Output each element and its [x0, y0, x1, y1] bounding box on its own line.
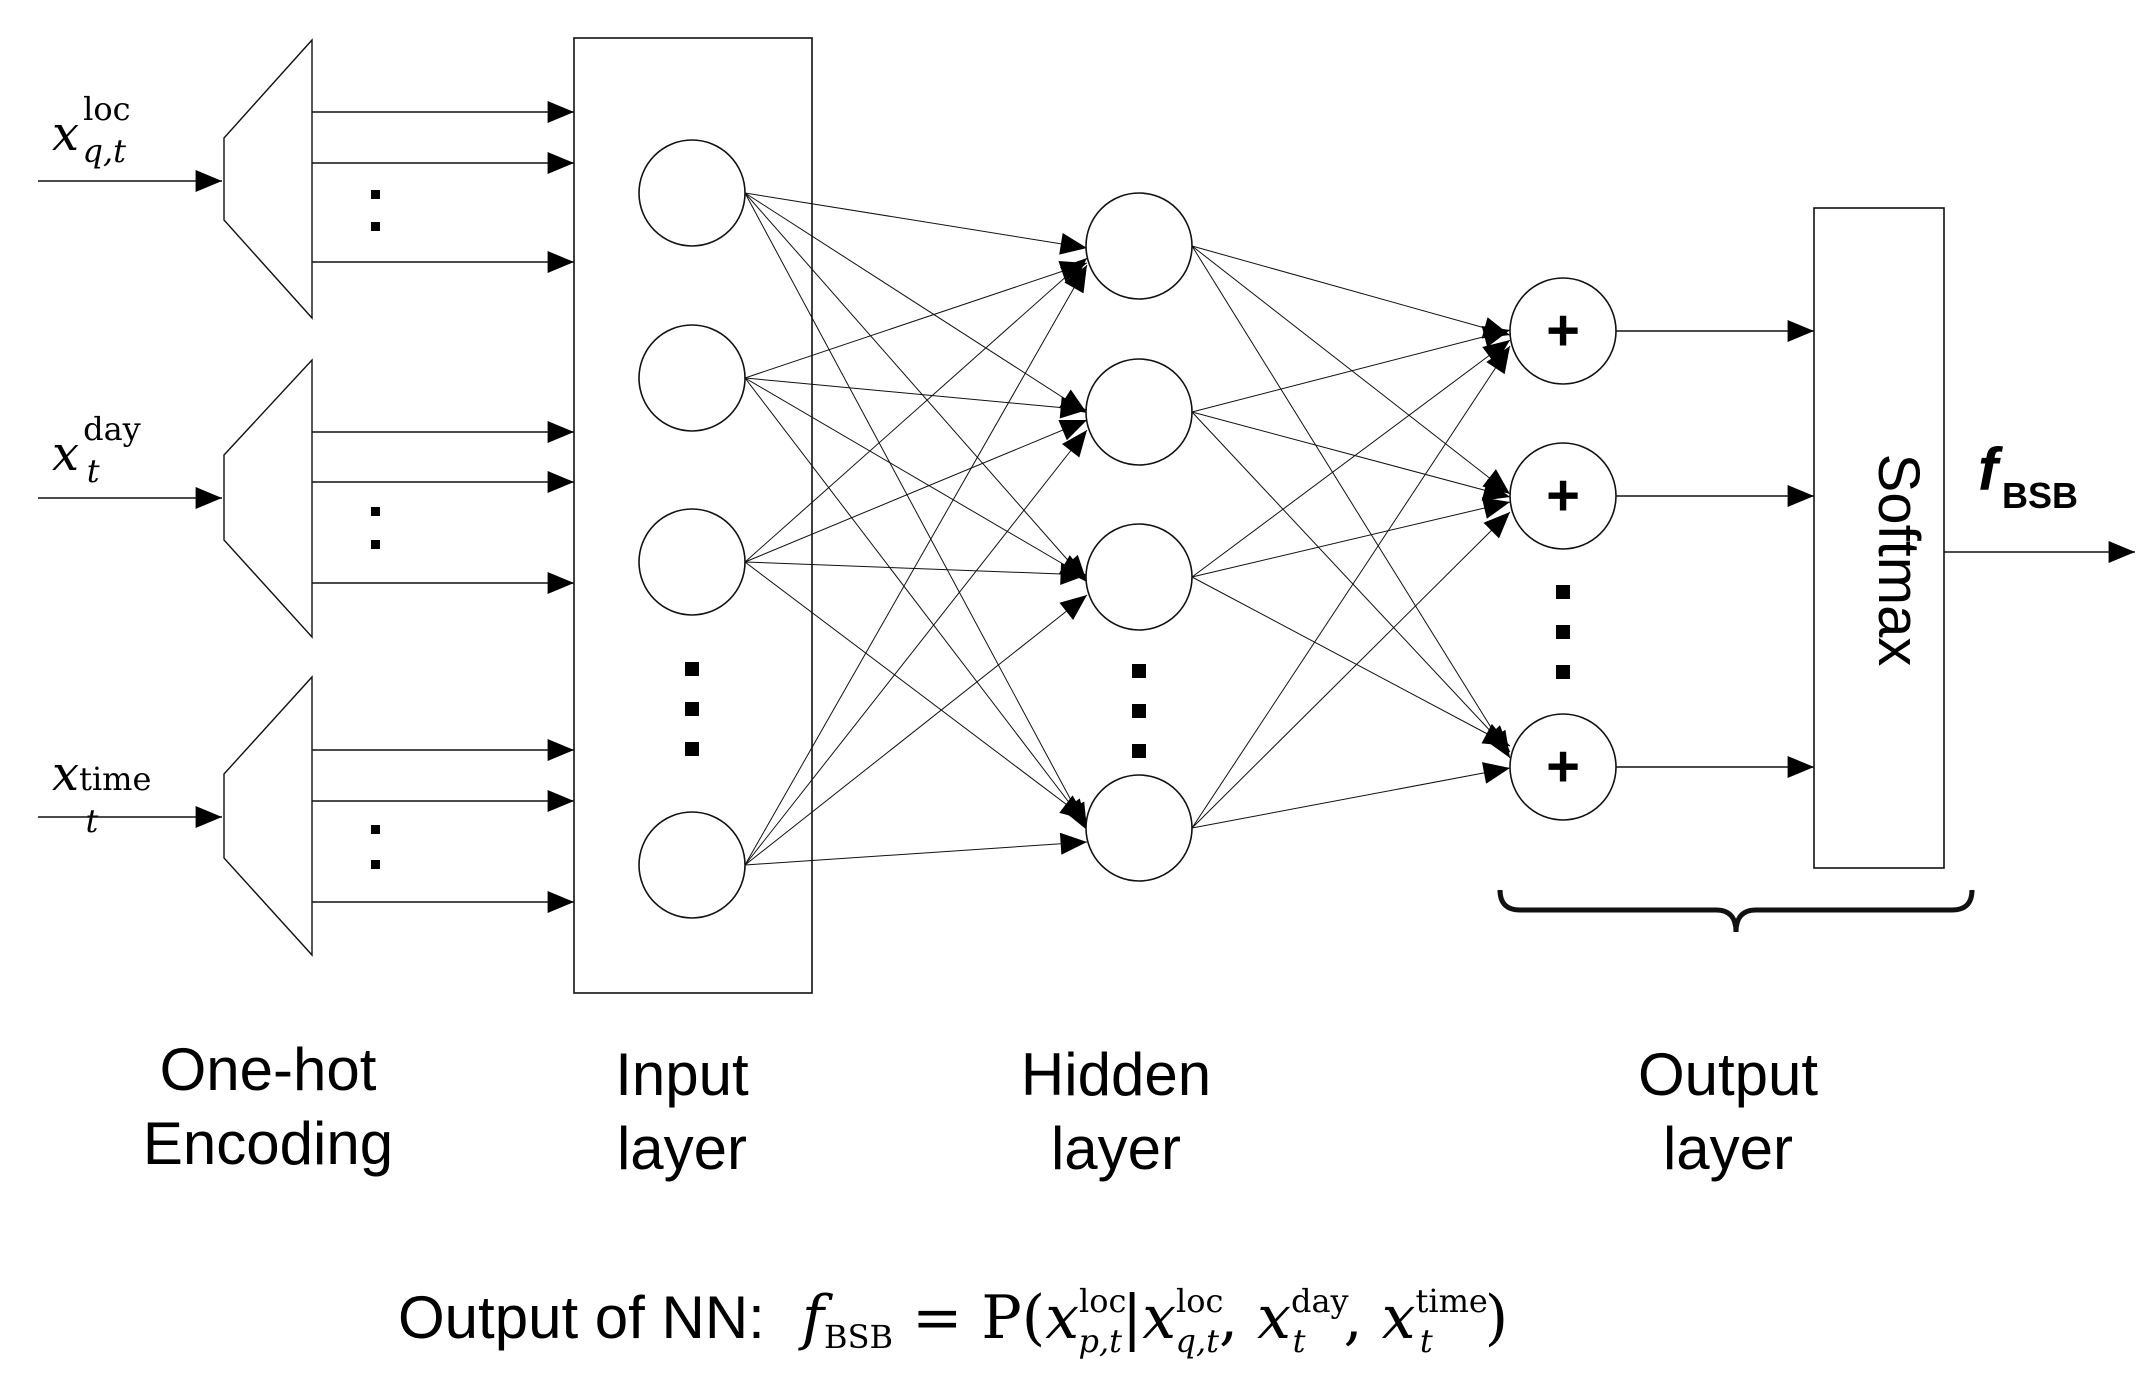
one-hot-encoders: [223, 38, 313, 957]
encoder-day: [223, 358, 313, 639]
sum-to-softmax-arrows: [1616, 320, 1814, 778]
input-node: [638, 139, 746, 247]
output-layer-label-line1: Output: [1638, 1041, 1818, 1108]
input-node: [638, 811, 746, 919]
formula-prefix: Output of NN:: [398, 1284, 765, 1351]
input-arrows: [38, 170, 223, 828]
output-layer-brace: [1497, 889, 1975, 933]
input-layer-label-line1: Input: [615, 1041, 749, 1108]
encoder-output-arrows: [312, 101, 574, 913]
input-layer-ellipsis: [685, 662, 699, 756]
input-layer-box: [573, 37, 813, 994]
hidden-output-connections: [1191, 245, 1511, 829]
sum-node-symbol: +: [1546, 298, 1580, 363]
hidden-layer-nodes: [1085, 192, 1193, 882]
layer-labels: One-hot Encoding Input layer Hidden laye…: [143, 1036, 1818, 1182]
hidden-node: [1085, 774, 1193, 882]
input-hidden-connections: [744, 192, 1088, 866]
encoder-loc: [223, 38, 313, 320]
hidden-node: [1085, 192, 1193, 300]
softmax-box: [1813, 207, 1945, 869]
hidden-layer-label-line1: Hidden: [1021, 1041, 1211, 1108]
input-node: [638, 324, 746, 432]
hidden-node: [1085, 523, 1193, 631]
output-layer-label-line2: layer: [1663, 1115, 1793, 1182]
input-layer-nodes: [638, 139, 746, 919]
hidden-layer-ellipsis: [1132, 664, 1146, 758]
output-layer-nodes: + + +: [1509, 277, 1617, 821]
output-layer-ellipsis: [1556, 585, 1570, 679]
input-node: [638, 508, 746, 616]
input-layer-label-line2: layer: [617, 1115, 747, 1182]
sum-node-symbol: +: [1546, 734, 1580, 799]
sum-node-symbol: +: [1546, 463, 1580, 528]
encoding-label-line2: Encoding: [143, 1110, 393, 1177]
encoding-label-line1: One-hot: [160, 1036, 377, 1103]
encoder-time: [223, 675, 313, 957]
input-label-time: xttimet: [52, 746, 151, 840]
hidden-node: [1085, 358, 1193, 466]
softmax-label: Softmax: [1866, 454, 1931, 667]
encoder-ellipsis: [371, 190, 380, 869]
hidden-layer-label-line2: layer: [1051, 1115, 1181, 1182]
